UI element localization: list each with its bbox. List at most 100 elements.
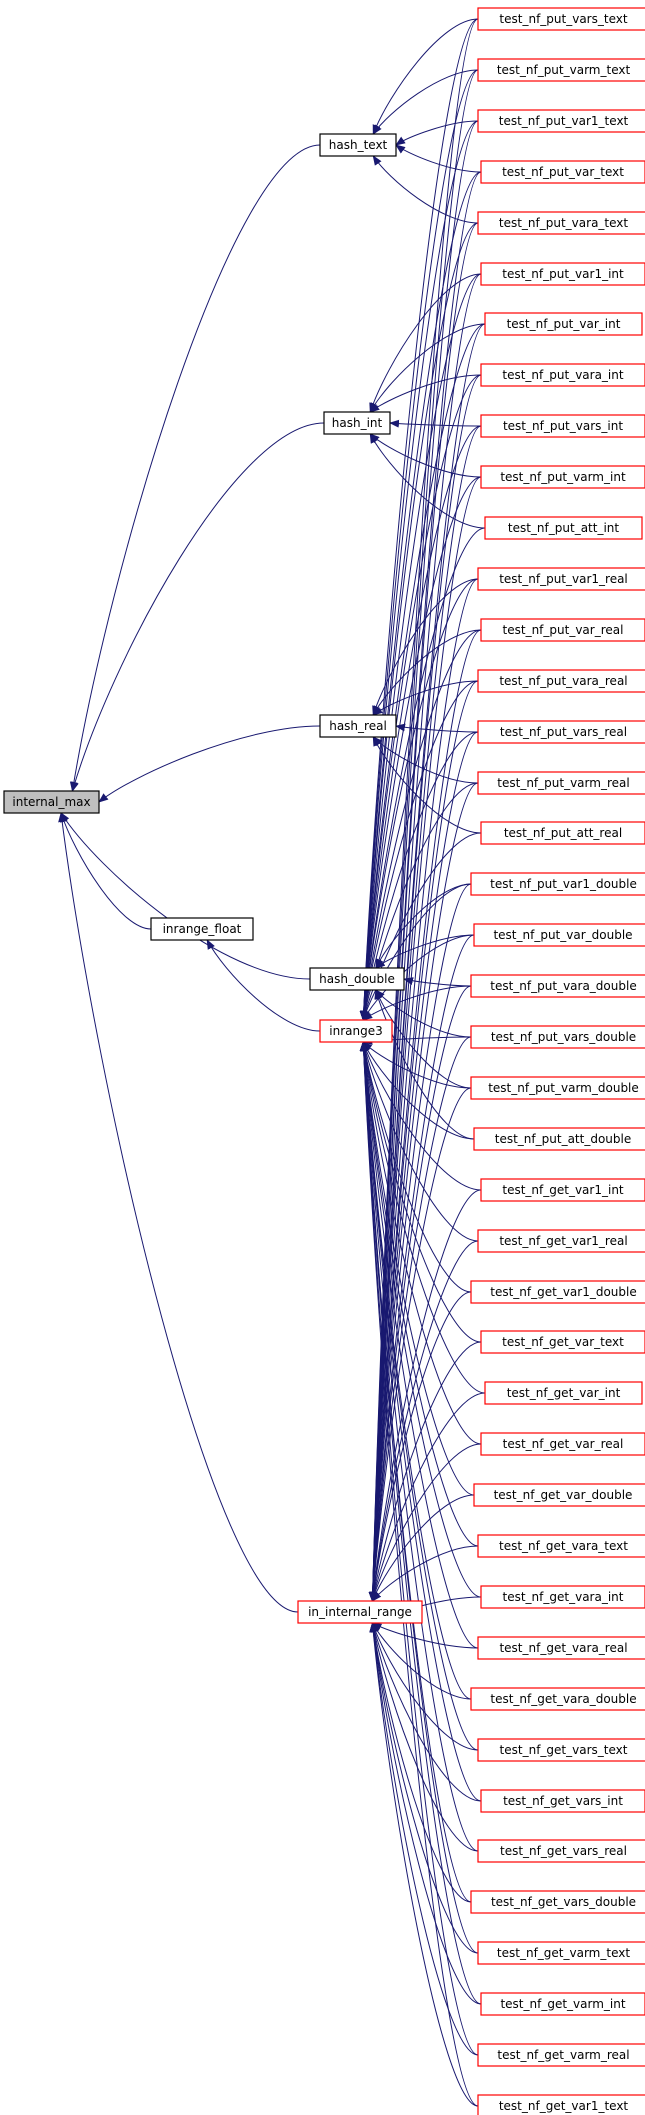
node-box-test_nf_put_var_int[interactable] (484, 312, 643, 336)
node-box-test_nf_get_vara_double[interactable] (470, 1687, 645, 1711)
node-box-internal_max[interactable] (3, 790, 100, 814)
node-test_nf_put_var_text[interactable]: test_nf_put_var_text (480, 160, 645, 184)
node-test_nf_get_var1_double[interactable]: test_nf_get_var1_double (470, 1280, 645, 1304)
node-hash_double[interactable]: hash_double (309, 967, 405, 991)
node-test_nf_put_varm_text[interactable]: test_nf_put_varm_text (477, 58, 645, 82)
node-box-test_nf_put_var1_text[interactable] (477, 109, 645, 133)
node-box-test_nf_put_vars_double[interactable] (470, 1025, 645, 1049)
node-box-test_nf_put_var_double[interactable] (473, 923, 645, 947)
node-test_nf_put_vara_text[interactable]: test_nf_put_vara_text (477, 211, 645, 235)
node-box-test_nf_put_varm_text[interactable] (477, 58, 645, 82)
node-box-inrange3[interactable] (319, 1019, 393, 1043)
node-box-test_nf_put_varm_real[interactable] (477, 771, 645, 795)
node-test_nf_get_vars_text[interactable]: test_nf_get_vars_text (477, 1738, 645, 1762)
node-test_nf_put_varm_int[interactable]: test_nf_put_varm_int (480, 465, 645, 489)
node-test_nf_put_varm_double[interactable]: test_nf_put_varm_double (470, 1076, 645, 1100)
node-box-test_nf_get_var_int[interactable] (484, 1381, 643, 1405)
node-box-test_nf_get_var1_int[interactable] (480, 1178, 645, 1202)
node-test_nf_get_vars_double[interactable]: test_nf_get_vars_double (470, 1890, 645, 1914)
node-test_nf_put_var_int[interactable]: test_nf_put_var_int (484, 312, 643, 336)
node-test_nf_get_varm_text[interactable]: test_nf_get_varm_text (477, 1941, 645, 1965)
node-box-hash_double[interactable] (309, 967, 405, 991)
node-box-test_nf_get_vars_real[interactable] (477, 1839, 645, 1863)
node-box-test_nf_put_var_text[interactable] (480, 160, 645, 184)
node-test_nf_get_varm_real[interactable]: test_nf_get_varm_real (477, 2043, 645, 2067)
node-box-test_nf_get_var1_real[interactable] (477, 1229, 645, 1253)
node-test_nf_get_var1_int[interactable]: test_nf_get_var1_int (480, 1178, 645, 1202)
node-test_nf_get_vara_text[interactable]: test_nf_get_vara_text (477, 1534, 645, 1558)
node-box-test_nf_put_var1_double[interactable] (470, 872, 645, 896)
node-box-test_nf_put_vars_real[interactable] (477, 720, 645, 744)
node-box-test_nf_put_att_real[interactable] (480, 821, 645, 845)
node-box-test_nf_put_att_double[interactable] (473, 1127, 645, 1151)
node-test_nf_put_vara_real[interactable]: test_nf_put_vara_real (477, 669, 645, 693)
node-box-test_nf_get_var_text[interactable] (480, 1330, 645, 1354)
node-box-test_nf_get_var_real[interactable] (480, 1432, 645, 1456)
node-test_nf_put_var1_real[interactable]: test_nf_put_var1_real (477, 567, 645, 591)
node-box-test_nf_get_var_double[interactable] (473, 1483, 645, 1507)
node-box-test_nf_put_vars_text[interactable] (477, 7, 645, 31)
node-box-test_nf_get_vara_int[interactable] (480, 1585, 645, 1609)
node-box-test_nf_put_varm_double[interactable] (470, 1076, 645, 1100)
node-box-test_nf_put_vara_real[interactable] (477, 669, 645, 693)
node-box-test_nf_put_var1_real[interactable] (477, 567, 645, 591)
node-box-test_nf_put_vara_double[interactable] (470, 974, 645, 998)
node-test_nf_put_att_real[interactable]: test_nf_put_att_real (480, 821, 645, 845)
node-test_nf_put_var_double[interactable]: test_nf_put_var_double (473, 923, 645, 947)
node-in_internal_range[interactable]: in_internal_range (297, 1600, 423, 1624)
node-box-test_nf_get_varm_int[interactable] (480, 1992, 645, 2016)
node-box-test_nf_get_var1_text[interactable] (477, 2094, 645, 2115)
node-test_nf_get_vara_int[interactable]: test_nf_get_vara_int (480, 1585, 645, 1609)
node-box-test_nf_put_vara_text[interactable] (477, 211, 645, 235)
node-test_nf_put_vara_int[interactable]: test_nf_put_vara_int (480, 363, 645, 387)
node-test_nf_put_vars_text[interactable]: test_nf_put_vars_text (477, 7, 645, 31)
node-test_nf_get_var_double[interactable]: test_nf_get_var_double (473, 1483, 645, 1507)
node-box-test_nf_get_var1_double[interactable] (470, 1280, 645, 1304)
node-box-test_nf_get_varm_real[interactable] (477, 2043, 645, 2067)
node-test_nf_get_var_text[interactable]: test_nf_get_var_text (480, 1330, 645, 1354)
node-test_nf_put_vara_double[interactable]: test_nf_put_vara_double (470, 974, 645, 998)
node-inrange_float[interactable]: inrange_float (150, 917, 254, 941)
node-box-test_nf_get_vars_int[interactable] (480, 1789, 645, 1813)
node-test_nf_put_var1_double[interactable]: test_nf_put_var1_double (470, 872, 645, 896)
node-internal_max[interactable]: internal_max (3, 790, 100, 814)
node-inrange3[interactable]: inrange3 (319, 1019, 393, 1043)
node-test_nf_get_var_real[interactable]: test_nf_get_var_real (480, 1432, 645, 1456)
node-box-test_nf_get_vara_text[interactable] (477, 1534, 645, 1558)
node-test_nf_get_varm_int[interactable]: test_nf_get_varm_int (480, 1992, 645, 2016)
node-test_nf_put_att_double[interactable]: test_nf_put_att_double (473, 1127, 645, 1151)
node-test_nf_get_vars_int[interactable]: test_nf_get_vars_int (480, 1789, 645, 1813)
node-test_nf_put_var1_int[interactable]: test_nf_put_var1_int (480, 262, 645, 286)
node-test_nf_put_var_real[interactable]: test_nf_put_var_real (480, 618, 645, 642)
node-box-test_nf_put_att_int[interactable] (484, 516, 643, 540)
node-test_nf_get_vara_real[interactable]: test_nf_get_vara_real (477, 1636, 645, 1660)
node-box-test_nf_put_varm_int[interactable] (480, 465, 645, 489)
node-box-test_nf_get_varm_text[interactable] (477, 1941, 645, 1965)
node-hash_int[interactable]: hash_int (323, 411, 391, 435)
node-box-test_nf_put_vars_int[interactable] (480, 414, 645, 438)
node-test_nf_get_var1_real[interactable]: test_nf_get_var1_real (477, 1229, 645, 1253)
node-test_nf_get_vara_double[interactable]: test_nf_get_vara_double (470, 1687, 645, 1711)
node-box-test_nf_put_var1_int[interactable] (480, 262, 645, 286)
node-box-test_nf_put_vara_int[interactable] (480, 363, 645, 387)
node-box-test_nf_get_vars_text[interactable] (477, 1738, 645, 1762)
node-test_nf_put_var1_text[interactable]: test_nf_put_var1_text (477, 109, 645, 133)
node-test_nf_put_att_int[interactable]: test_nf_put_att_int (484, 516, 643, 540)
node-hash_real[interactable]: hash_real (319, 714, 397, 738)
node-box-hash_int[interactable] (323, 411, 391, 435)
node-test_nf_put_vars_int[interactable]: test_nf_put_vars_int (480, 414, 645, 438)
node-test_nf_get_var_int[interactable]: test_nf_get_var_int (484, 1381, 643, 1405)
node-test_nf_put_varm_real[interactable]: test_nf_put_varm_real (477, 771, 645, 795)
node-test_nf_put_vars_real[interactable]: test_nf_put_vars_real (477, 720, 645, 744)
node-test_nf_get_var1_text[interactable]: test_nf_get_var1_text (477, 2094, 645, 2115)
node-box-hash_text[interactable] (319, 133, 397, 157)
node-box-inrange_float[interactable] (150, 917, 254, 941)
node-box-hash_real[interactable] (319, 714, 397, 738)
node-hash_text[interactable]: hash_text (319, 133, 397, 157)
node-box-test_nf_get_vars_double[interactable] (470, 1890, 645, 1914)
node-box-test_nf_get_vara_real[interactable] (477, 1636, 645, 1660)
node-test_nf_put_vars_double[interactable]: test_nf_put_vars_double (470, 1025, 645, 1049)
node-box-in_internal_range[interactable] (297, 1600, 423, 1624)
node-box-test_nf_put_var_real[interactable] (480, 618, 645, 642)
node-test_nf_get_vars_real[interactable]: test_nf_get_vars_real (477, 1839, 645, 1863)
